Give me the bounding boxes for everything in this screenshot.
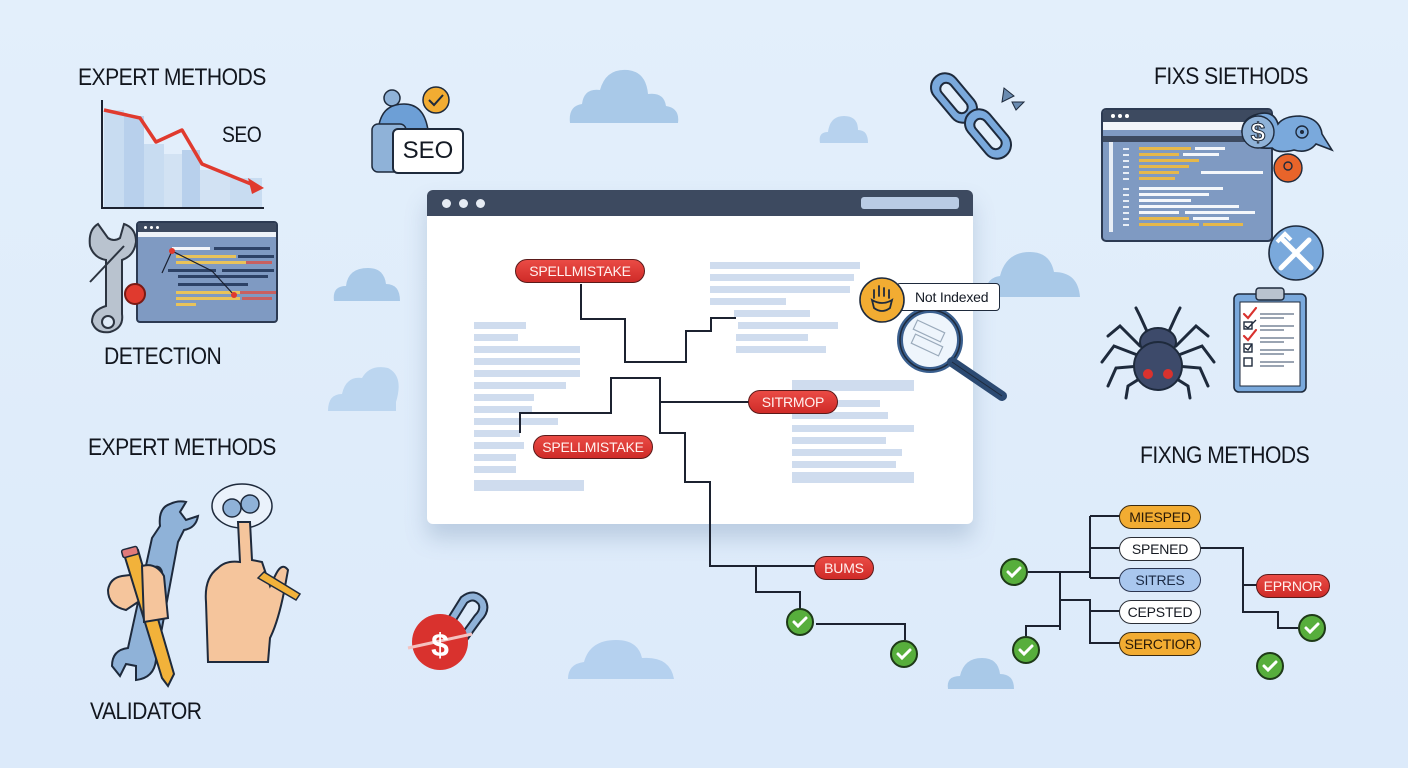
- seo-decline-chart-icon: [101, 100, 264, 209]
- error-tag-bums[interactable]: BUMS: [814, 556, 874, 580]
- detection-red-dot-icon: [124, 283, 146, 305]
- bottom-left-title: EXPERT METHODS: [88, 434, 276, 461]
- error-tag-eprnor[interactable]: EPRNOR: [1256, 574, 1330, 598]
- cloud-decoration: [569, 69, 679, 123]
- cloud-decoration: [333, 268, 400, 301]
- top-left-title: EXPERT METHODS: [78, 64, 266, 91]
- bottom-right-title: FIXNG METHODS: [1140, 442, 1310, 469]
- window-dot: [459, 199, 468, 208]
- check-icon: [1000, 558, 1028, 586]
- not-indexed-badge[interactable]: Not Indexed: [896, 283, 1000, 311]
- check-icon: [1256, 652, 1284, 680]
- seo-chart-label: SEO: [222, 122, 262, 147]
- wrench-icon: [88, 222, 138, 334]
- cloud-decoration: [328, 367, 399, 411]
- cloud-decoration: [985, 252, 1080, 297]
- check-icon: [1298, 614, 1326, 642]
- fix-item-cepsted[interactable]: CEPSTED: [1119, 600, 1201, 624]
- fix-item-sitres[interactable]: SITRES: [1119, 568, 1201, 592]
- check-icon: [786, 608, 814, 636]
- error-tag-sitrmop[interactable]: SITRMOP: [748, 390, 838, 414]
- cloud-decoration: [947, 658, 1014, 689]
- checklist-clipboard-icon: [1233, 287, 1307, 393]
- hand-wrench-pencil-icon: [106, 500, 200, 688]
- check-icon: [890, 640, 918, 668]
- top-right-title: FIXS SIETHODS: [1154, 63, 1308, 90]
- fix-item-serctior[interactable]: SERCTIOR: [1119, 632, 1201, 656]
- validator-label: VALIDATOR: [90, 698, 202, 725]
- cloud-decoration: [819, 116, 868, 143]
- not-indexed-label: Not Indexed: [915, 289, 989, 305]
- svg-text:$: $: [1251, 117, 1266, 147]
- seo-badge-label-box: SEO: [392, 128, 464, 174]
- magnifier-icon: [897, 307, 1007, 401]
- spider-bug-icon: [1100, 306, 1216, 400]
- stop-hand-icon: [859, 277, 905, 323]
- window-dot: [442, 199, 451, 208]
- tools-icon: [1268, 225, 1324, 281]
- url-bar[interactable]: [861, 197, 959, 209]
- hand-magnifier-pencil-icon: [204, 483, 302, 663]
- error-tag-spellmistake[interactable]: SPELLMISTAKE: [515, 259, 645, 283]
- svg-text:$: $: [431, 627, 449, 663]
- check-icon: [1012, 636, 1040, 664]
- seo-badge-label: SEO: [402, 137, 454, 164]
- error-tag-spellmistake[interactable]: SPELLMISTAKE: [533, 435, 653, 459]
- detection-code-window: [136, 221, 278, 323]
- dollar-lock-icon: $: [407, 591, 489, 670]
- fix-item-miesped[interactable]: MIESPED: [1119, 505, 1201, 529]
- window-dot: [476, 199, 485, 208]
- cloud-decoration: [568, 640, 674, 679]
- browser-title-bar: [427, 190, 973, 216]
- detection-label: DETECTION: [104, 343, 222, 370]
- fix-item-spened[interactable]: SPENED: [1119, 537, 1201, 561]
- broken-link-icon: [930, 72, 1026, 160]
- dollar-bubble-icon: $: [1241, 112, 1334, 183]
